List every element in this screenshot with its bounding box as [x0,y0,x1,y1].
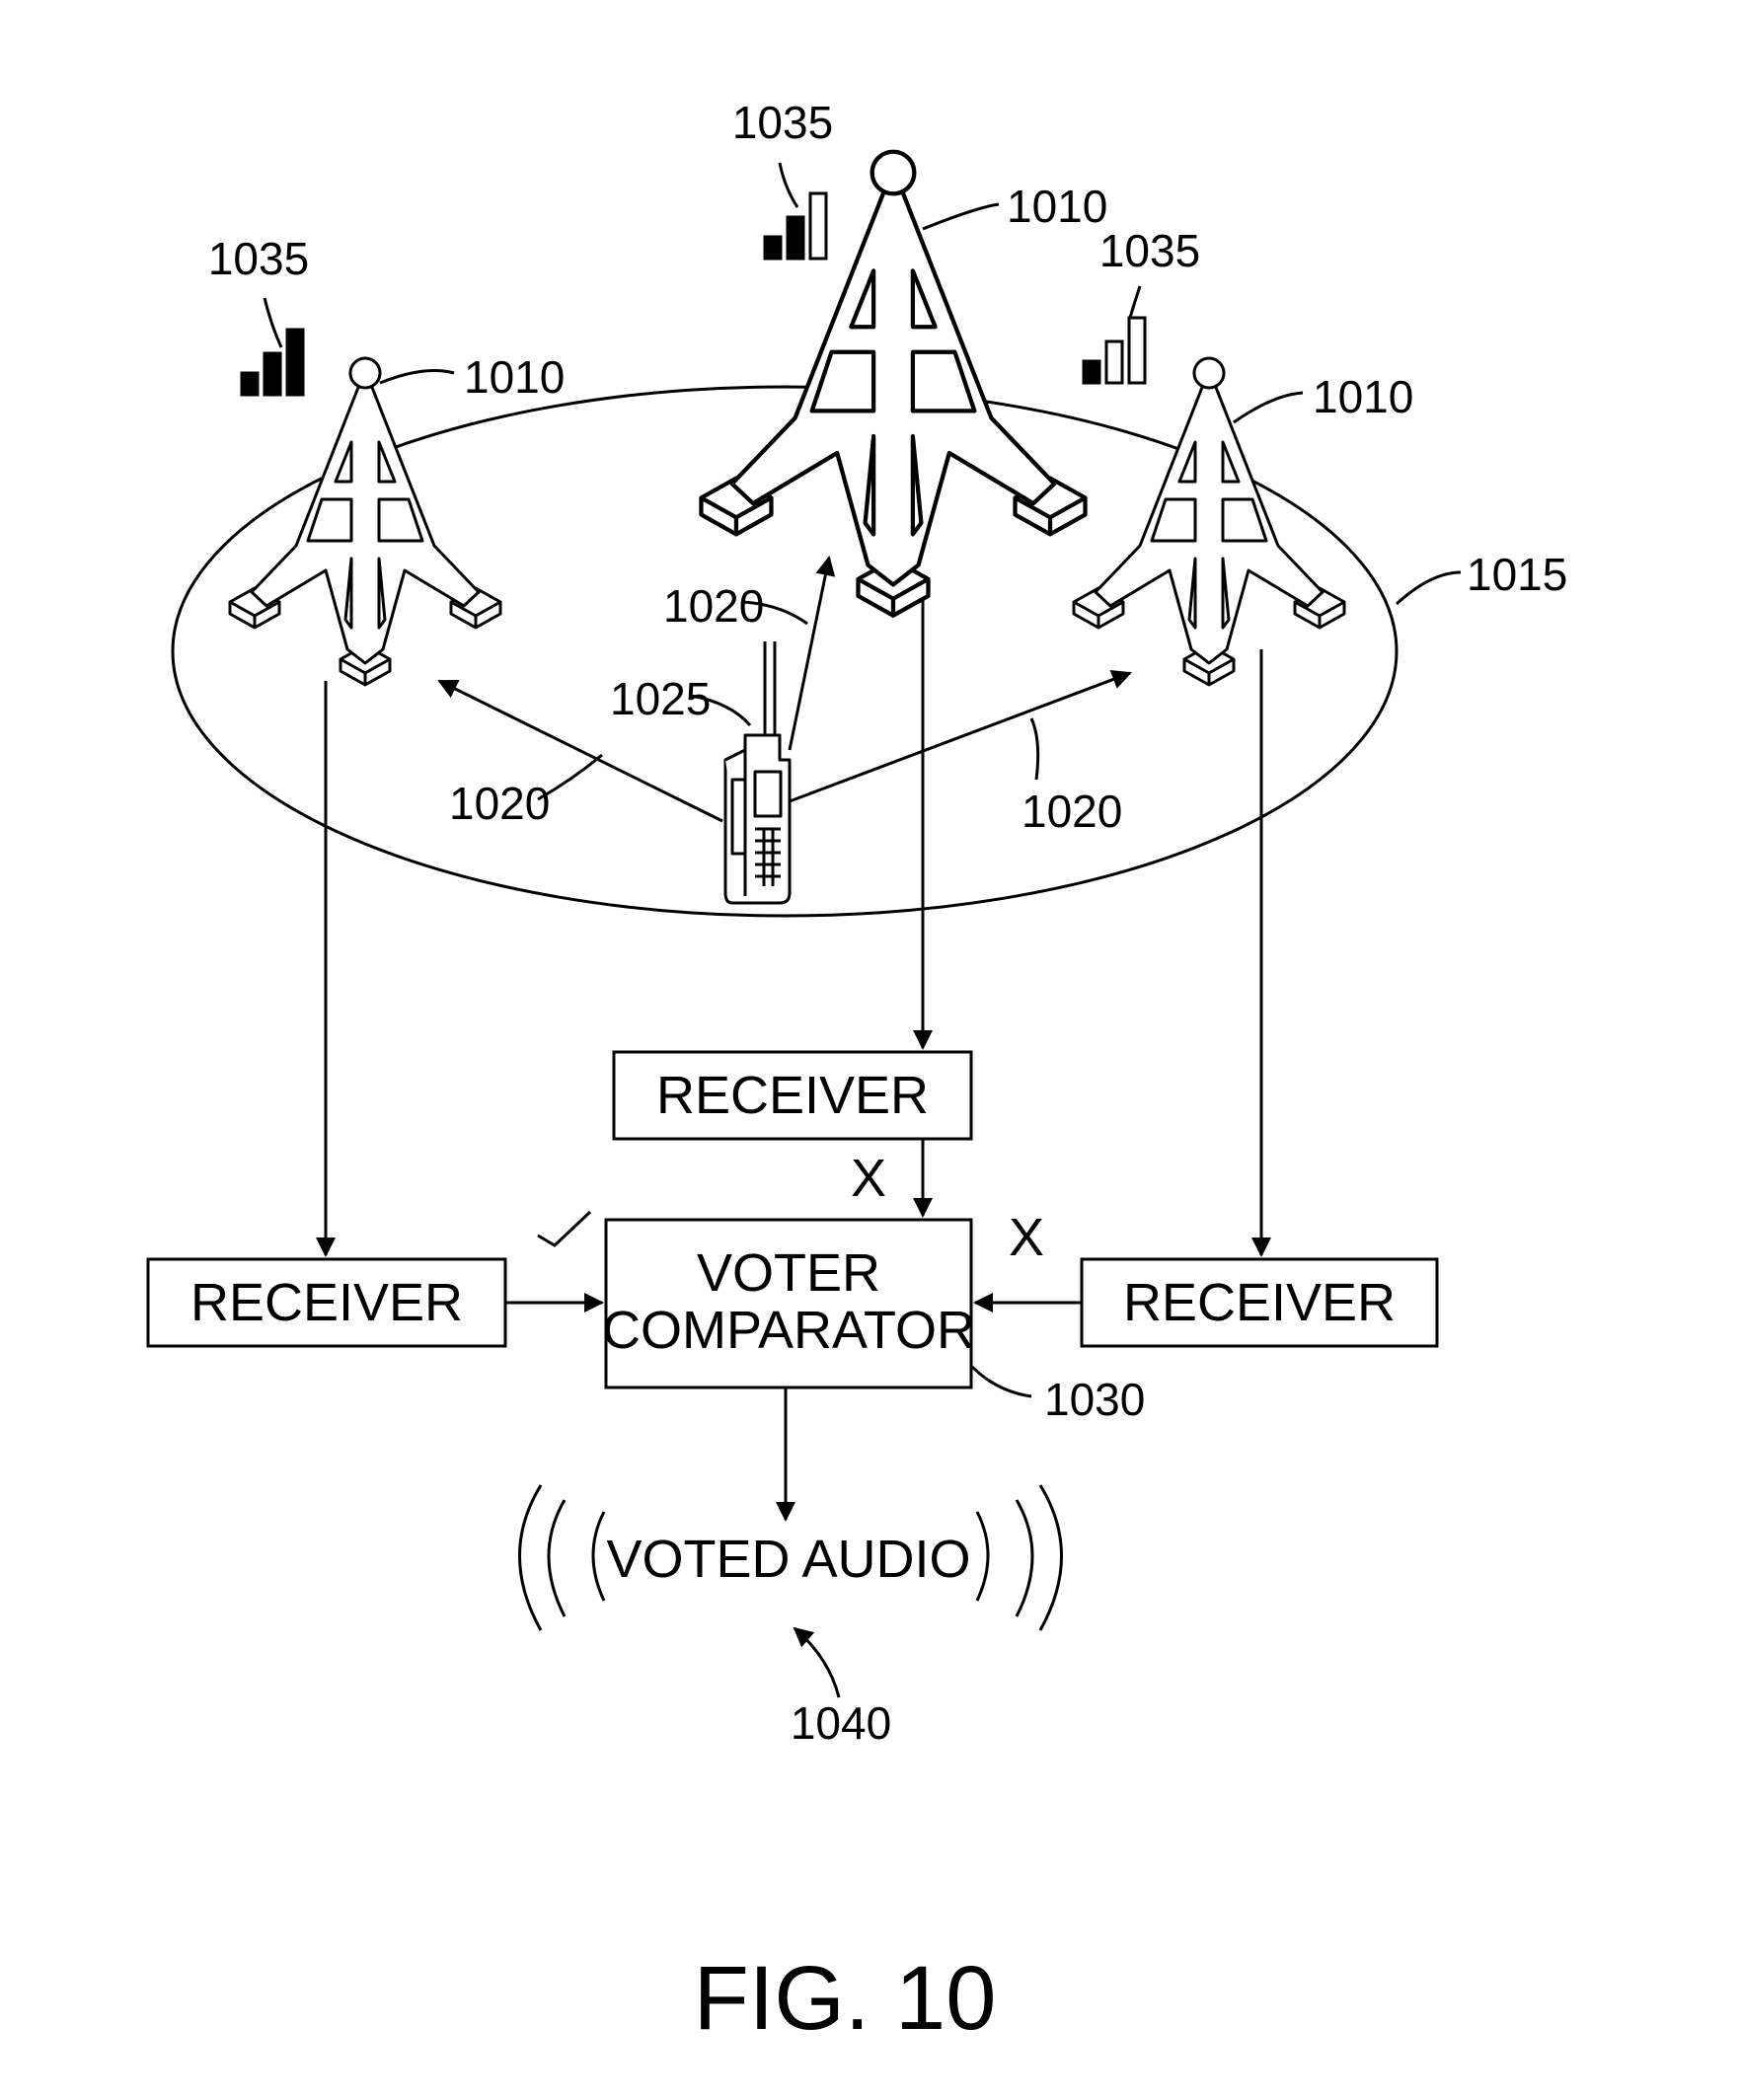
tower-beacon [1194,358,1224,388]
ref-1025: 1025 [610,673,711,724]
ref-1010-center: 1010 [1007,181,1107,232]
leader-1030 [972,1367,1031,1396]
receiver-left-label: RECEIVER [190,1273,463,1332]
ref-1030: 1030 [1044,1374,1145,1425]
leader-1010-right [1234,393,1303,422]
audio-waves-left-icon [520,1485,605,1630]
ref-1035-right: 1035 [1099,225,1200,276]
signal-bar [1129,318,1145,383]
leader-1040 [794,1628,839,1697]
signal-bar [1084,361,1099,383]
selected-check-icon [538,1212,590,1245]
subscriber-radio-icon [725,641,790,903]
leader-1020-right [1031,718,1038,780]
transmission-arrow-center [790,558,829,750]
tower-body [1096,385,1323,663]
signal-bar [765,237,781,259]
signal-bar [242,373,258,395]
transmission-arrow-right [790,673,1130,801]
signal-bars-right [1084,318,1145,383]
ref-1040: 1040 [791,1697,891,1749]
leader-1010-center [923,204,999,229]
ref-1015: 1015 [1467,549,1567,600]
tower-right-icon [1074,358,1344,685]
ref-1010-left: 1010 [464,351,565,403]
tower-beacon [872,152,915,194]
leader-1015 [1397,572,1461,604]
comparator-label: COMPARATOR [602,1301,975,1360]
audio-waves-right-icon [977,1485,1062,1630]
tower-body [252,385,479,663]
signal-bar [788,217,803,259]
receiver-right-label: RECEIVER [1123,1273,1396,1332]
leader-1035-right [1130,286,1140,318]
figure-caption: FIG. 10 [694,1948,997,2049]
tower-left-icon [230,358,500,685]
ref-1020-right: 1020 [1021,786,1122,837]
ref-1020-left: 1020 [449,778,550,829]
leader-1035-left [265,298,281,347]
signal-bar [810,193,826,259]
ref-1020-center: 1020 [663,580,764,632]
ref-1035-center: 1035 [732,97,833,148]
receiver-top-label: RECEIVER [656,1066,929,1125]
rejected-mark-top: X [851,1149,886,1208]
leader-1035-center [780,163,797,207]
ref-1035-left: 1035 [208,233,309,284]
signal-bars-left [242,330,303,395]
leader-1010-left [380,371,454,383]
voted-audio-label: VOTED AUDIO [606,1530,970,1589]
signal-bar [287,330,303,395]
rejected-mark-right: X [1009,1208,1044,1267]
signal-bar [1106,341,1122,383]
tower-beacon [350,358,380,388]
voter-label: VOTER [697,1243,880,1303]
signal-bar [265,353,280,395]
ref-1010-right: 1010 [1313,371,1413,422]
